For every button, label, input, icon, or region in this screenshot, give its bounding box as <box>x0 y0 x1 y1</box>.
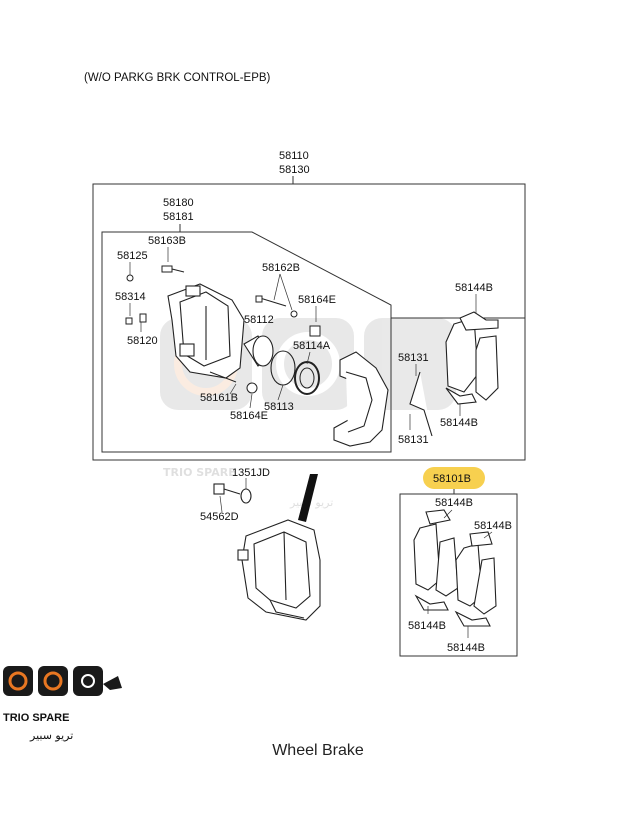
label-58101B[interactable]: 58101B <box>433 473 471 485</box>
label-58161B: 58161B <box>200 392 238 404</box>
label-58144B-kit-4: 58144B <box>447 642 485 654</box>
label-58125: 58125 <box>117 250 148 262</box>
label-58144B-kit-3: 58144B <box>408 620 446 632</box>
caliper-housing-drawing <box>167 283 245 379</box>
lower-caliper-assembly-drawing <box>237 519 321 621</box>
pad-kit-box <box>399 493 518 657</box>
assembly-box-58110 <box>92 183 526 461</box>
upper-brake-pads-drawing <box>409 311 499 437</box>
label-58144B-kit-2: 58144B <box>474 520 512 532</box>
label-58114A: 58114A <box>293 340 331 352</box>
gear-icon <box>81 674 95 688</box>
trio-spare-logo: TRIO SPARE تريو سبير <box>3 666 122 742</box>
highlight-58101B <box>423 467 485 489</box>
bolt-54562D-drawing <box>213 483 252 504</box>
piston-drawing <box>243 335 274 367</box>
label-54562D: 54562D <box>200 511 239 523</box>
carrier-bracket-drawing <box>333 351 389 447</box>
label-58131-upper: 58131 <box>398 352 429 364</box>
watermark-brand: TRIO SPARE <box>163 466 236 479</box>
logo-arabic-text: تريو سبير <box>29 729 73 742</box>
label-58131-lower: 58131 <box>398 434 429 446</box>
label-58112: 58112 <box>244 314 274 326</box>
bolts-and-pins-drawing <box>125 265 321 394</box>
diagram-caption: Wheel Brake <box>272 742 364 759</box>
label-1351JD: 1351JD <box>232 467 270 479</box>
assembly-arrow <box>298 474 318 522</box>
label-58164E-lower: 58164E <box>230 410 268 422</box>
diagram-note: (W/O PARKG BRK CONTROL-EPB) <box>84 72 271 84</box>
label-58162B: 58162B <box>262 262 300 274</box>
label-58144B-top: 58144B <box>455 282 493 294</box>
label-58314: 58314 <box>115 291 146 303</box>
label-58180: 58180 <box>163 197 194 209</box>
label-58164E-upper: 58164E <box>298 294 336 306</box>
gauge-icon <box>43 671 63 691</box>
label-58144B-mid: 58144B <box>440 417 478 429</box>
label-58120: 58120 <box>127 335 158 347</box>
label-58181: 58181 <box>163 211 194 223</box>
label-58144B-kit-1: 58144B <box>435 497 473 509</box>
tire-icon <box>8 671 28 691</box>
label-58163B: 58163B <box>148 235 186 247</box>
boot-58114A-drawing <box>294 361 320 395</box>
watermark-arabic: تريو سبير <box>289 496 333 509</box>
logo-brand-text: TRIO SPARE <box>3 712 69 724</box>
label-58130: 58130 <box>279 164 310 176</box>
pad-kit-drawing <box>413 509 497 627</box>
caliper-box-58180 <box>101 231 392 453</box>
label-58110: 58110 <box>279 150 309 162</box>
label-58113: 58113 <box>264 401 294 413</box>
